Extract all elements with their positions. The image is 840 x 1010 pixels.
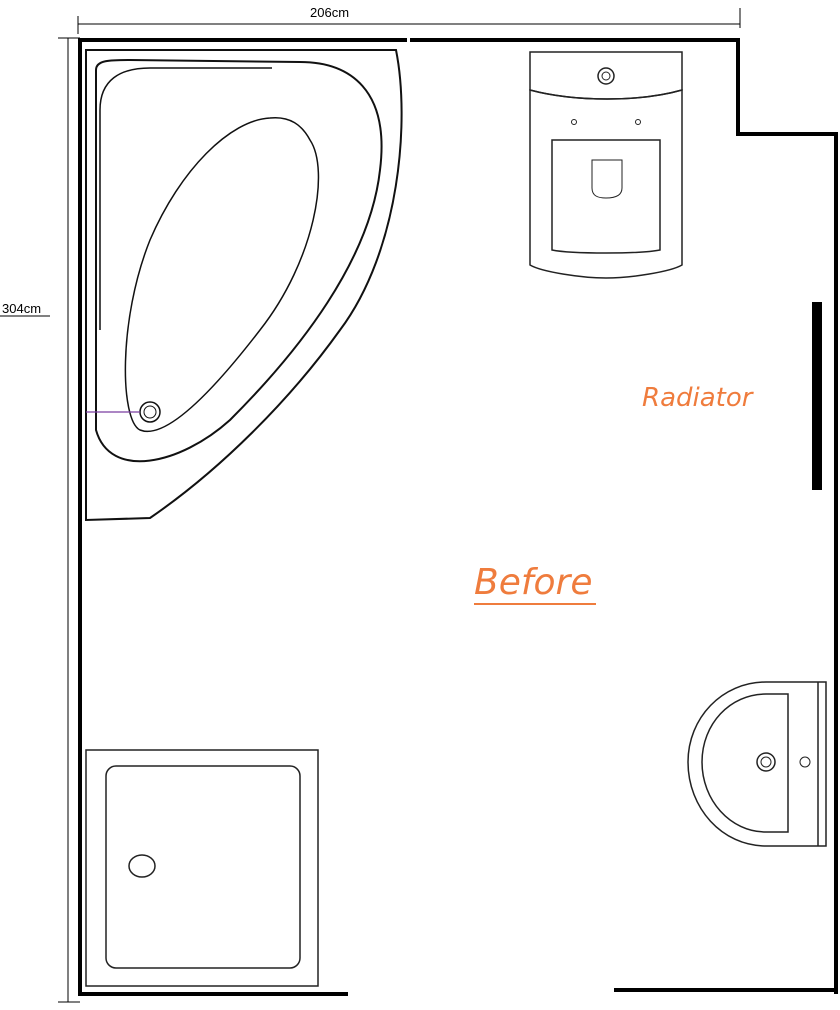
height-dimension-label: 304cm [2,301,41,316]
bath-basin [124,117,320,433]
radiator [812,302,822,490]
toilet-seat [551,139,661,254]
toilet-body [529,89,683,279]
toilet-flush-button-icon [597,67,615,85]
sink [687,681,827,847]
shower-tray-outer [85,749,319,987]
width-dimension-label: 206cm [310,5,349,20]
radiator-label: Radiator [642,383,755,413]
before-title: Before [474,562,593,603]
bath-inner-rim [95,58,383,463]
bath-outer-rim [85,49,403,522]
sink-basin [701,693,789,833]
width-dimension [77,8,741,34]
sink-tap-hole-icon [799,756,811,768]
bath-drain-icon [139,401,161,423]
shower-drain-icon [128,854,156,878]
sink-drain-icon [756,752,776,772]
walls [78,38,838,996]
shower-tray [85,749,319,987]
height-dimension [0,37,80,1003]
toilet-cistern [529,51,683,100]
bath-side-line [99,67,272,330]
corner-bath [85,49,403,522]
shower-tray-inner [105,765,301,969]
toilet [529,51,683,279]
toilet-bowl [591,159,623,199]
sink-outer [687,681,827,847]
